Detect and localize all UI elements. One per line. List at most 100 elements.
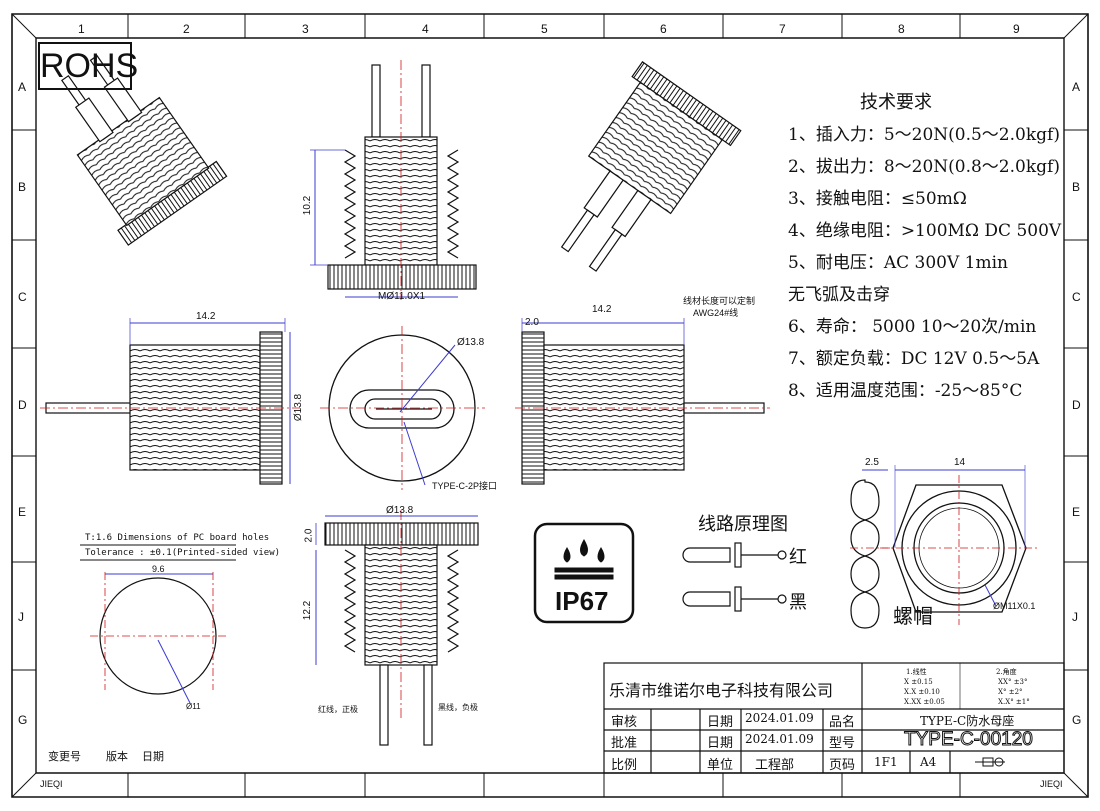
col-label-1: 1 — [78, 22, 85, 36]
pcb-hole-view — [80, 544, 236, 704]
row-label-a: A — [18, 80, 27, 94]
requirement-5-note: 无飞弧及击穿 — [788, 285, 890, 305]
nut-side-view — [850, 469, 890, 629]
date-2: 2024.01.09 — [745, 732, 814, 746]
tol-linear-1: X ±0.15 — [904, 678, 933, 686]
col-label-8: 8 — [898, 22, 905, 36]
row-label-c: C — [18, 290, 27, 304]
dim-nut-thread: ØM11X0.1 — [993, 601, 1036, 611]
row-label-d: D — [18, 398, 27, 412]
requirement-6: 6、寿命： 5000 10～20次/min — [788, 317, 1037, 337]
dim-nut-thk: 2.5 — [865, 457, 879, 468]
row-label-e-r: E — [1072, 505, 1081, 519]
col-label-5: 5 — [541, 22, 548, 36]
circuit-black: 黑 — [789, 592, 807, 613]
ip67-badge — [533, 522, 635, 624]
change-no-label: 变更号 — [48, 750, 81, 763]
wire-label-black: 黑线，负极 — [438, 703, 478, 712]
wire-note-1: 线材长度可以定制 — [683, 296, 756, 306]
col-label-4: 4 — [422, 22, 429, 36]
requirement-8: 8、适用温度范围：-25～85°C — [788, 381, 1023, 401]
dim-nut-width: 14 — [954, 457, 966, 468]
row-label-b: B — [18, 180, 27, 194]
row-label-a-r: A — [1072, 80, 1081, 94]
col-label-9: 9 — [1013, 22, 1020, 36]
dim-front-dia: Ø13.8 — [457, 337, 485, 348]
port-label: TYPE-C-2P接口 — [432, 481, 498, 491]
col-label-3: 3 — [302, 22, 309, 36]
title-block — [603, 662, 1065, 774]
tol-angle-1: XX° ±3° — [998, 678, 1028, 686]
unit: 工程部 — [755, 758, 795, 773]
tol-angle-2: X° ±2° — [998, 688, 1023, 696]
row-label-j-r: J — [1072, 610, 1078, 624]
top-elevation-view — [310, 60, 477, 300]
paper-size: A4 — [920, 755, 937, 769]
circuit-red: 红 — [789, 547, 807, 568]
approve-label: 批准 — [611, 736, 638, 751]
row-label-d-r: D — [1072, 398, 1081, 412]
col-label-7: 7 — [779, 22, 786, 36]
front-view — [320, 326, 485, 490]
page-number: 1F1 — [874, 755, 898, 769]
pcb-note-2: Tolerance : ±0.1(Printed-sided view) — [85, 548, 281, 558]
model-number: TYPE-C-00120 — [904, 729, 1034, 751]
requirement-3: 3、接触电阻：≤50mΩ — [788, 189, 967, 209]
requirement-2: 2、拔出力：8～20N(0.8～2.0kgf) — [788, 157, 1060, 177]
requirement-7: 7、额定负载：DC 12V 0.5～5A — [788, 349, 1040, 369]
review-label: 审核 — [611, 715, 638, 730]
nut-front-view — [880, 465, 1040, 625]
unit-label: 单位 — [707, 758, 734, 773]
row-label-c-r: C — [1072, 290, 1081, 304]
dim-bot-flange: 2.0 — [303, 528, 315, 543]
border-tag-right: JIEQI — [1040, 779, 1063, 789]
date-label-1: 日期 — [707, 715, 734, 730]
name-label: 品名 — [829, 715, 856, 730]
page-label: 页码 — [829, 758, 856, 773]
row-label-j: J — [18, 610, 24, 624]
right-side-view — [515, 318, 770, 485]
tol-linear-3: X.XX ±0.05 — [904, 698, 945, 706]
requirements-title: 技术要求 — [860, 92, 932, 113]
version-label: 版本 — [106, 750, 128, 763]
product-name: TYPE-C防水母座 — [920, 714, 1015, 728]
rohs-mark: ROHS — [38, 42, 138, 90]
tol-angle-3: X.X° ±1° — [998, 698, 1030, 706]
circuit-diagram — [682, 542, 787, 612]
ip67-text: IP67 — [555, 586, 609, 616]
col-label-6: 6 — [660, 22, 667, 36]
tol-angle-head: 2.角度 — [996, 668, 1017, 676]
date-1: 2024.01.09 — [745, 711, 814, 725]
dim-pcb-width: 9.6 — [152, 564, 165, 574]
dim-pcb-dia: Ø11 — [186, 702, 201, 711]
tol-linear-2: X.X ±0.10 — [904, 688, 940, 696]
ratio-label: 比例 — [611, 758, 638, 773]
dim-bot-dia: Ø13.8 — [386, 505, 414, 516]
outer-frame — [11, 13, 1089, 798]
row-label-e: E — [18, 505, 27, 519]
col-label-2: 2 — [183, 22, 190, 36]
company-name: 乐清市维诺尔电子科技有限公司 — [609, 681, 834, 700]
tol-linear-head: 1.线性 — [906, 668, 927, 676]
row-label-g: G — [18, 713, 28, 727]
dim-side-len-right: 14.2 — [592, 304, 612, 315]
row-label-g-r: G — [1072, 713, 1082, 727]
pcb-note-1: T:1.6 Dimensions of PC board holes — [85, 533, 270, 543]
iso-view-left — [61, 54, 228, 246]
wire-label-red: 红线，正极 — [318, 705, 358, 714]
left-side-view — [40, 318, 300, 485]
dim-top-height: 10.2 — [302, 195, 314, 216]
dim-side-flange: 2.0 — [525, 317, 539, 328]
model-label: 型号 — [829, 736, 856, 751]
bottom-elevation-view — [315, 510, 479, 746]
nut-label: 螺帽 — [893, 604, 933, 628]
requirement-1: 1、插入力：5～20N(0.5～2.0kgf) — [788, 125, 1060, 145]
border-tag: JIEQI — [40, 779, 63, 789]
requirement-5: 5、耐电压：AC 300V 1min — [788, 253, 1008, 273]
circuit-title: 线路原理图 — [698, 514, 788, 535]
date-label-2: 日期 — [707, 736, 734, 751]
iso-view-right — [560, 61, 742, 272]
dim-top-thread: MØ11.0X1 — [378, 291, 426, 302]
dim-bot-height: 12.2 — [302, 600, 314, 621]
